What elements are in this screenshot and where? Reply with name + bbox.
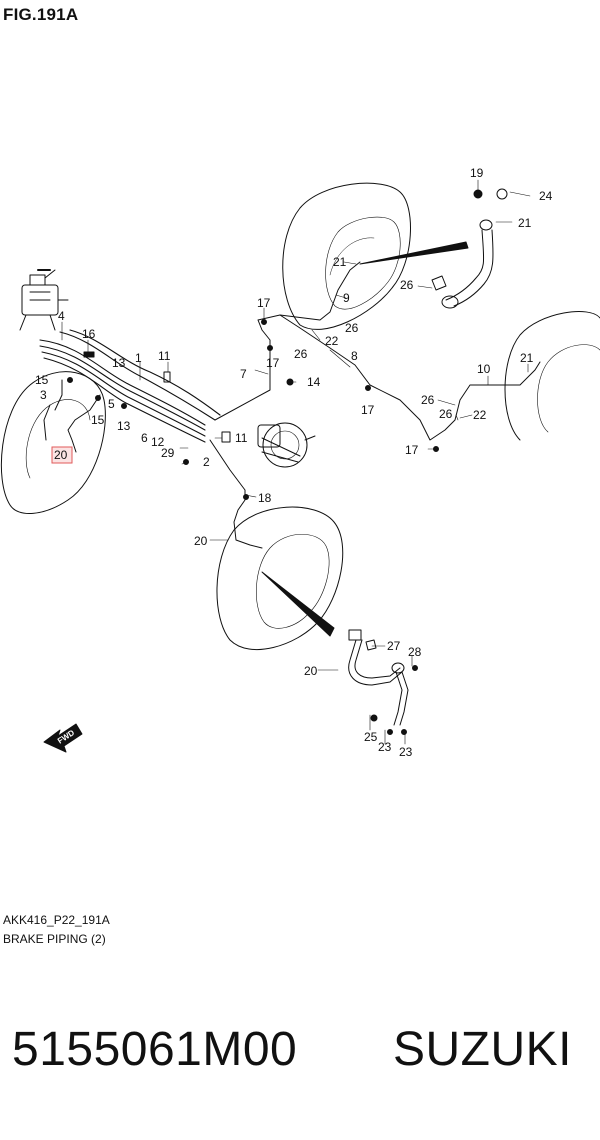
callout: 15: [91, 413, 105, 427]
highlight-box: [51, 446, 73, 464]
callout: 26: [400, 278, 414, 292]
wheel-rear-right: [504, 311, 600, 441]
callout: 13: [112, 356, 126, 370]
callout: 17: [257, 296, 271, 310]
callout: 21: [333, 255, 347, 269]
master-cylinder: [257, 422, 316, 468]
callout: 9: [343, 291, 350, 305]
brake-piping-diagram: 1 2 3 4 5 6 7 8 9 10 11 11 12 13 13 14 1…: [0, 166, 600, 759]
wheel-front-right: [282, 182, 411, 330]
callout: 2: [203, 455, 210, 469]
callout: 26: [294, 347, 308, 361]
callout: 8: [351, 349, 358, 363]
callout: 26: [345, 321, 359, 335]
callout: 27: [387, 639, 401, 653]
figure-caption: BRAKE PIPING (2): [3, 932, 106, 946]
wheel-rear-left: [216, 506, 344, 650]
brake-hose-front-right: [441, 219, 494, 309]
callout: 20: [194, 534, 208, 548]
callout: 22: [325, 334, 339, 348]
fwd-arrow-icon: [43, 723, 83, 753]
brake-hose-rear-left: [348, 629, 409, 726]
callout: 6: [141, 431, 148, 445]
leader-lines: [61, 179, 531, 745]
callout: 25: [364, 730, 378, 744]
callout: 11: [158, 349, 171, 363]
figure-ref-code: AKK416_P22_191A: [3, 913, 110, 927]
wheel-front-left: [0, 371, 106, 515]
callout: 14: [307, 375, 321, 389]
callout: 28: [408, 645, 422, 659]
abs-unit: [19, 269, 69, 331]
callout: 12: [151, 435, 165, 449]
callout: 4: [58, 309, 65, 323]
callout: 21: [520, 351, 534, 365]
callout: 26: [421, 393, 435, 407]
callout: 23: [399, 745, 413, 759]
callout: 18: [258, 491, 272, 505]
callout: 1: [135, 351, 142, 365]
callout: 5: [108, 397, 115, 411]
callout: 20: [304, 664, 318, 678]
callout: 13: [117, 419, 131, 433]
callout: 15: [35, 373, 49, 387]
part-number: 5155061M00: [12, 1023, 298, 1076]
callout: 24: [539, 189, 553, 203]
callout: 22: [473, 408, 487, 422]
callout: 20: [54, 448, 68, 462]
fittings: [67, 188, 508, 735]
callout: 16: [82, 327, 96, 341]
callout: 26: [439, 407, 453, 421]
callout: 17: [405, 443, 419, 457]
callout: 17: [266, 356, 280, 370]
callout: 3: [40, 388, 47, 402]
callout: 7: [240, 367, 247, 381]
callout: 23: [378, 740, 392, 754]
callout-labels: 1 2 3 4 5 6 7 8 9 10 11 11 12 13 13 14 1…: [35, 166, 553, 759]
figure-title: FIG.191A: [3, 5, 79, 24]
callout: 29: [161, 446, 175, 460]
callout: 19: [470, 166, 484, 180]
callout: 17: [361, 403, 375, 417]
brand-name: SUZUKI: [393, 1023, 573, 1076]
brake-pipe-center: [43, 261, 541, 549]
callout: 10: [477, 362, 491, 376]
callout: 21: [518, 216, 532, 230]
callout: 11: [235, 431, 248, 445]
